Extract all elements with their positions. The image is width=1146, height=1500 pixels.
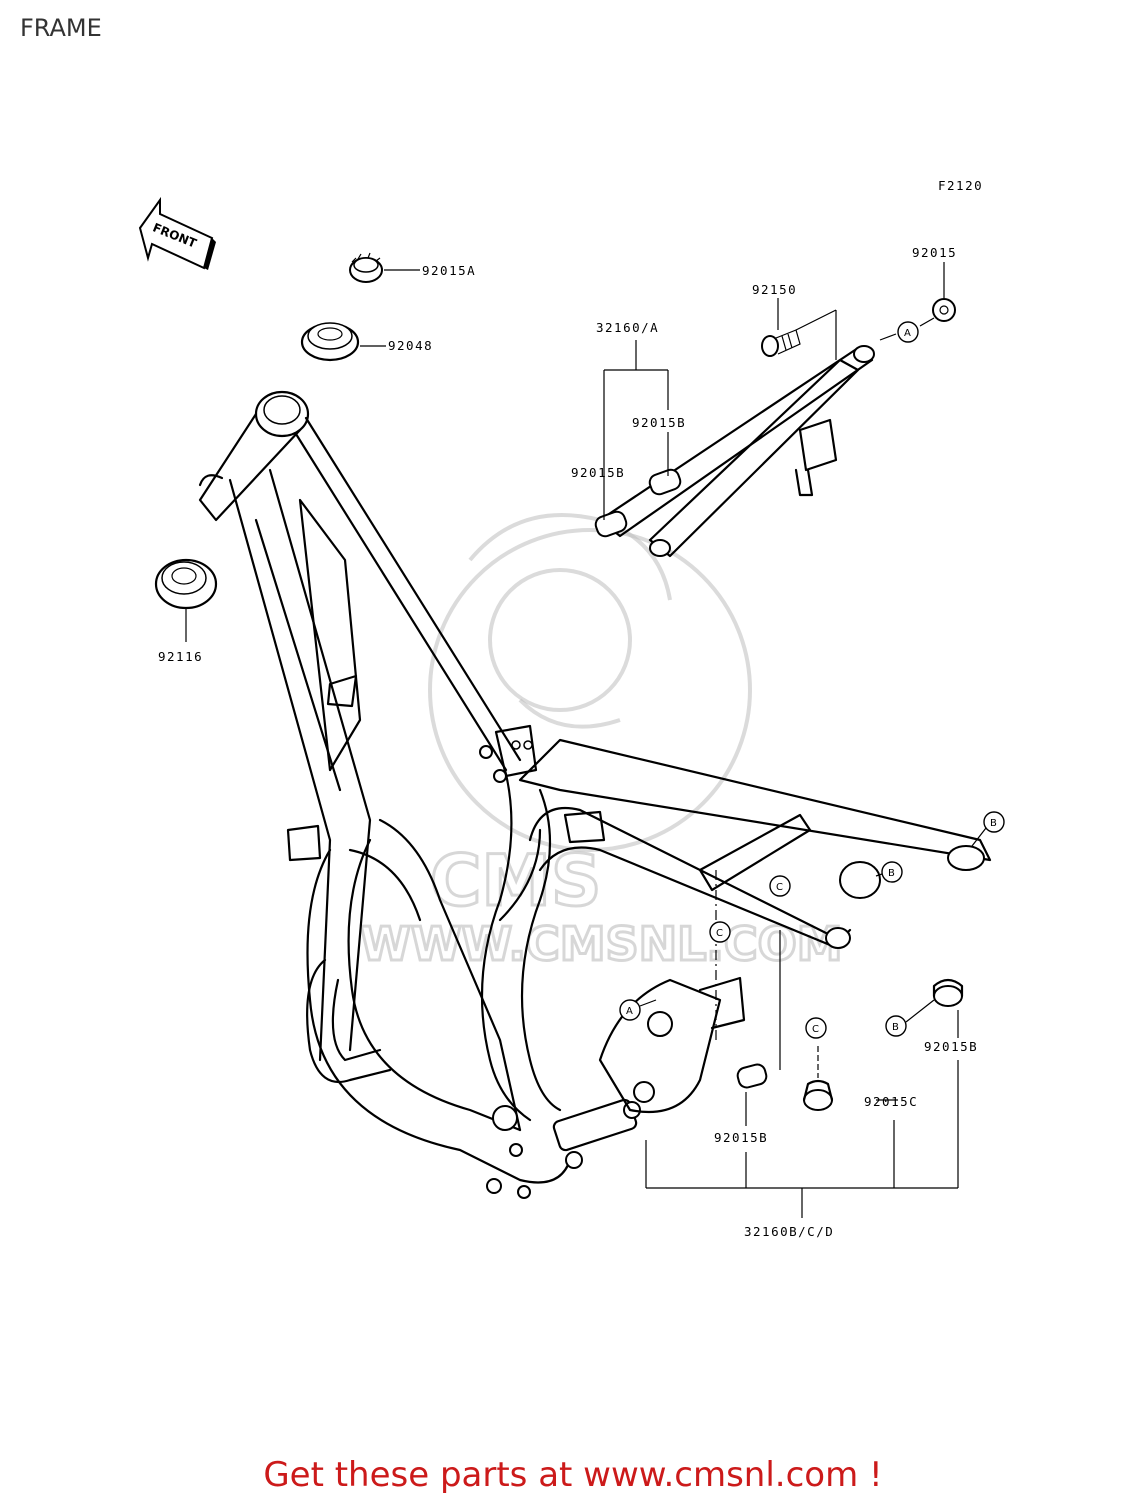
collar-92015B-lower (736, 1063, 768, 1089)
collar-92015B-right (932, 978, 964, 1007)
callout-A-upper: A (897, 321, 919, 343)
svg-text:C: C (776, 882, 783, 893)
svg-text:A: A (626, 1006, 633, 1017)
label-92015B-left: 92015B (571, 465, 625, 480)
label-32160BCD: 32160B/C/D (744, 1224, 834, 1239)
collar-92015C (802, 1079, 834, 1111)
watermark-cms: CMS (430, 840, 601, 922)
label-92048: 92048 (388, 338, 433, 353)
callout-C-lower: C (805, 1017, 827, 1039)
bearing-92116 (154, 558, 218, 610)
svg-text:B: B (892, 1022, 899, 1033)
label-92015B-upper: 92015B (632, 415, 686, 430)
label-92150: 92150 (752, 282, 797, 297)
svg-text:B: B (888, 868, 895, 879)
label-92015: 92015 (912, 245, 957, 260)
label-32160A: 32160/A (596, 320, 659, 335)
label-92015A: 92015A (422, 263, 476, 278)
label-92116: 92116 (158, 649, 203, 664)
watermark-logo: CMS WWW.CMSNL.COM (359, 513, 844, 973)
nut-92015A (349, 252, 383, 283)
svg-text:C: C (716, 928, 723, 939)
footer-link[interactable]: Get these parts at www.cmsnl.com ! (0, 1455, 1146, 1495)
diagram-code: F2120 (938, 178, 983, 193)
callout-B-mid: B (875, 861, 903, 883)
callout-C-left: C (709, 921, 731, 943)
footer-text[interactable]: Get these parts at www.cmsnl.com ! (263, 1455, 883, 1495)
svg-text:B: B (990, 818, 997, 829)
page-title: FRAME (20, 14, 102, 42)
callout-A-lower: A (619, 999, 657, 1021)
callout-B-lower: B (885, 999, 935, 1037)
label-92015B-right: 92015B (924, 1039, 978, 1054)
main-frame (198, 390, 992, 1199)
seal-92048 (300, 322, 360, 362)
bolt-92150 (761, 329, 801, 357)
frame-diagram: CMS WWW.CMSNL.COM FRONT F2120 92015A 920… (138, 178, 1005, 1239)
nut-92015 (932, 298, 956, 322)
rear-stay-assembly (594, 298, 956, 558)
label-92015B-lower: 92015B (714, 1130, 768, 1145)
front-arrow-icon: FRONT (138, 196, 216, 270)
svg-text:C: C (812, 1024, 819, 1035)
label-92015C: 92015C (864, 1094, 918, 1109)
callout-C-upper: C (769, 875, 791, 897)
callout-B-rear: B (971, 811, 1005, 847)
watermark-url: WWW.CMSNL.COM (360, 917, 843, 971)
svg-text:A: A (904, 328, 911, 339)
